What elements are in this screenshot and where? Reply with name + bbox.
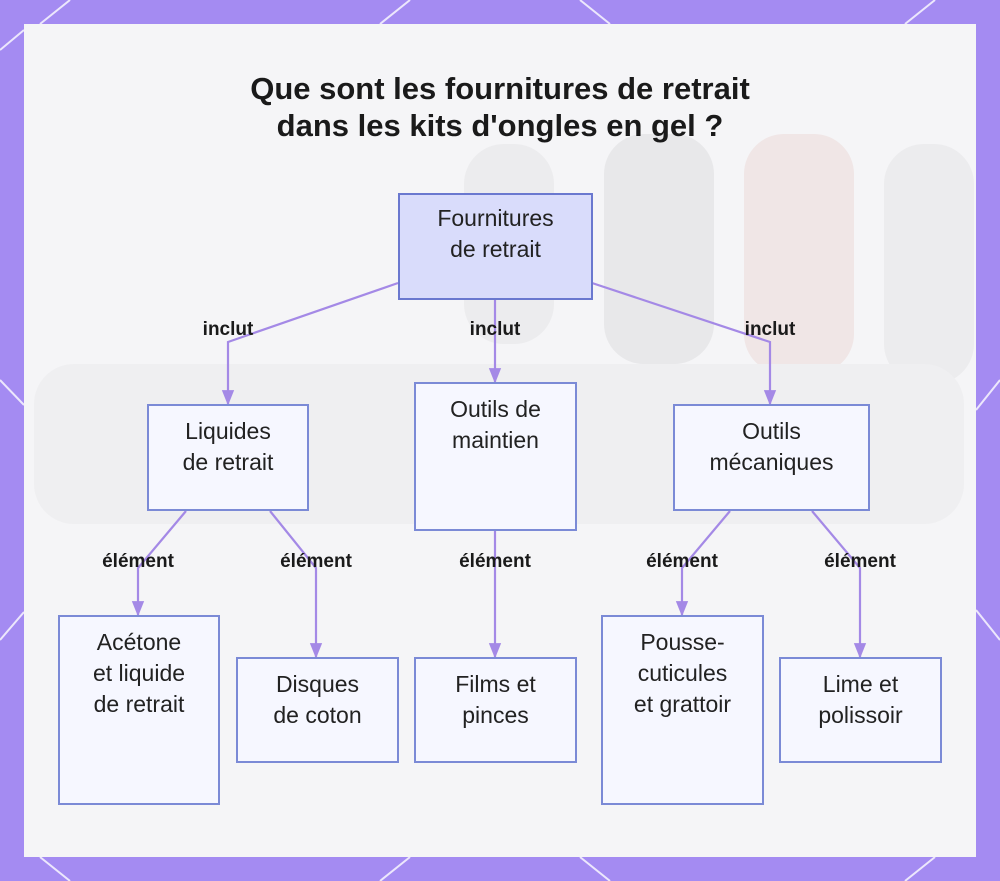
- node-fournitures-de-retrait: Fournitures de retrait: [398, 193, 593, 300]
- node-line: de retrait: [182, 449, 274, 475]
- edge-label-element: élément: [102, 551, 174, 572]
- background-blur-shape: [744, 134, 854, 374]
- node-liquides-de-retrait: Liquides de retrait: [147, 404, 309, 511]
- edge-label-element: élément: [824, 551, 896, 572]
- edge-liquides-disques: [269, 510, 323, 659]
- node-lime-et-polissoir: Lime et polissoir: [779, 657, 942, 763]
- node-line: de retrait: [450, 236, 541, 262]
- node-line: et liquide: [92, 660, 186, 686]
- node-line: mécaniques: [709, 449, 834, 475]
- background-blur-shape: [604, 134, 714, 364]
- node-disques-de-coton: Disques de coton: [236, 657, 399, 763]
- node-line: Pousse-: [640, 629, 725, 655]
- node-line: Fournitures: [437, 205, 554, 231]
- node-line: Acétone: [96, 629, 182, 655]
- node-line: de retrait: [93, 691, 185, 717]
- edge-label-element: élément: [646, 551, 718, 572]
- node-line: maintien: [452, 427, 539, 453]
- node-line: Lime et: [822, 671, 899, 697]
- edge-root-liquides: [221, 281, 399, 406]
- node-line: de coton: [273, 702, 362, 728]
- node-line: Liquides: [185, 418, 271, 444]
- title-line-2: dans les kits d'ongles en gel ?: [276, 108, 724, 143]
- node-line: et grattoir: [633, 691, 732, 717]
- node-films-et-pinces: Films et pinces: [414, 657, 577, 763]
- diagram-title: Que sont les fournitures de retrait dans…: [0, 70, 1000, 144]
- edge-root-mecaniques: [591, 281, 777, 406]
- node-line: polissoir: [818, 702, 903, 728]
- node-acetone: Acétone et liquide de retrait: [58, 615, 220, 805]
- node-line: Outils: [742, 418, 801, 444]
- node-line: cuticules: [637, 660, 728, 686]
- edge-label-inclut: inclut: [202, 319, 254, 340]
- edge-mecaniques-lime: [811, 510, 867, 659]
- background-blur-shape: [884, 144, 974, 384]
- node-pousse-cuticules: Pousse- cuticules et grattoir: [601, 615, 764, 805]
- edge-label-element: élément: [280, 551, 352, 572]
- title-line-1: Que sont les fournitures de retrait: [250, 71, 750, 106]
- node-outils-mecaniques: Outils mécaniques: [673, 404, 870, 511]
- node-line: Disques: [275, 671, 360, 697]
- node-line: Outils de: [450, 396, 541, 422]
- node-line: pinces: [462, 702, 529, 728]
- edge-label-inclut: inclut: [469, 319, 521, 340]
- node-line: Films et: [455, 671, 536, 697]
- node-outils-de-maintien: Outils de maintien: [414, 382, 577, 531]
- edge-label-element: élément: [459, 551, 531, 572]
- edge-liquides-acetone: [131, 510, 187, 617]
- edge-mecaniques-pousse: [675, 510, 731, 617]
- edge-label-inclut: inclut: [744, 319, 796, 340]
